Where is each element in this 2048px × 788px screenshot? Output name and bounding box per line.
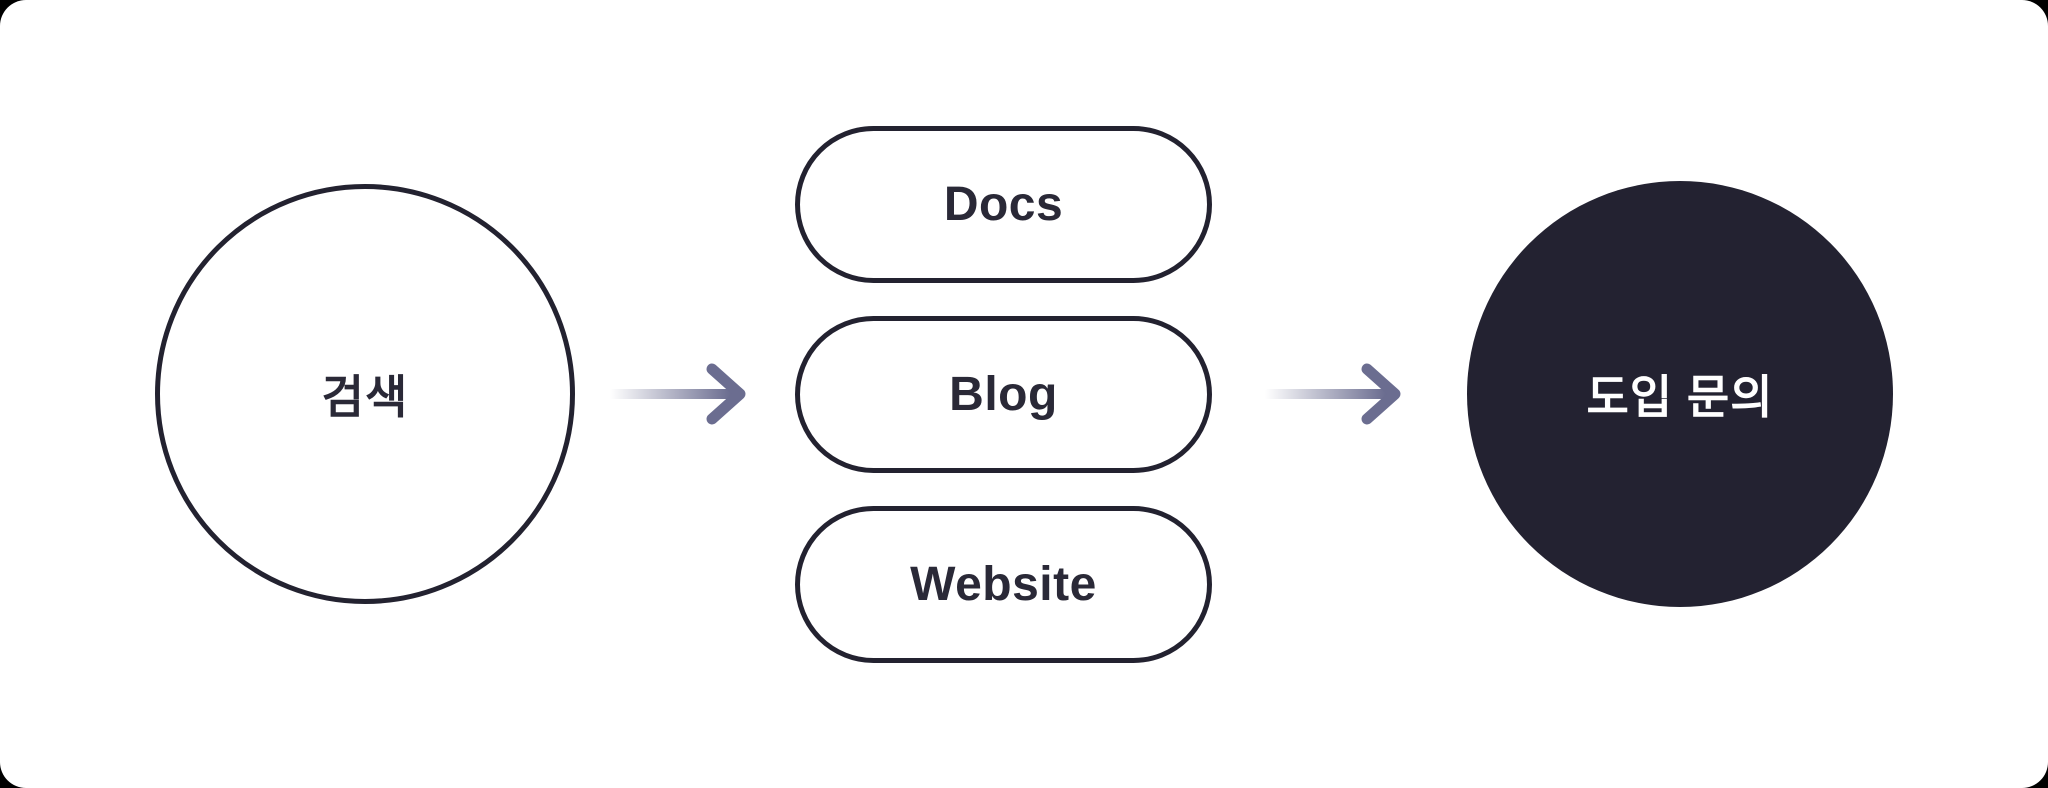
arrow-right-icon xyxy=(610,363,746,425)
flow-node-search: 검색 xyxy=(155,184,575,604)
arrow-right-icon xyxy=(1264,363,1400,425)
channel-pill-label: Website xyxy=(910,557,1097,611)
flow-node-inquiry: 도입 문의 xyxy=(1467,181,1893,607)
channel-pill-blog: Blog xyxy=(795,315,1212,473)
search-node-label: 검색 xyxy=(321,371,409,423)
flow-connector-2 xyxy=(1212,362,1467,426)
channel-list: Docs Blog Website xyxy=(795,125,1212,663)
channel-pill-label: Blog xyxy=(949,367,1058,421)
inquiry-node-label: 도입 문의 xyxy=(1586,371,1774,423)
channel-pill-label: Docs xyxy=(943,177,1064,231)
flow-connector-1 xyxy=(575,362,795,426)
flow-diagram: 검색 Docs Blog Website xyxy=(155,125,1893,663)
channel-pill-website: Website xyxy=(795,505,1212,663)
channel-pill-docs: Docs xyxy=(795,125,1212,283)
